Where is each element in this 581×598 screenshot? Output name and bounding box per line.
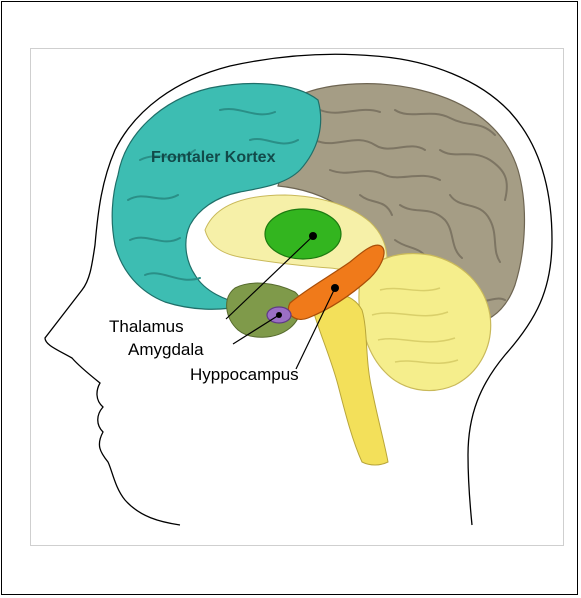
- hippocampus-label: Hyppocampus: [190, 365, 299, 384]
- thalamus-dot: [309, 232, 317, 240]
- hippocampus-dot: [331, 284, 339, 292]
- amygdala-label: Amygdala: [128, 340, 204, 359]
- thalamus: [265, 209, 341, 259]
- frontal-cortex-label: Frontaler Kortex: [151, 149, 276, 166]
- amygdala-dot: [276, 312, 282, 318]
- thalamus-label: Thalamus: [109, 317, 184, 336]
